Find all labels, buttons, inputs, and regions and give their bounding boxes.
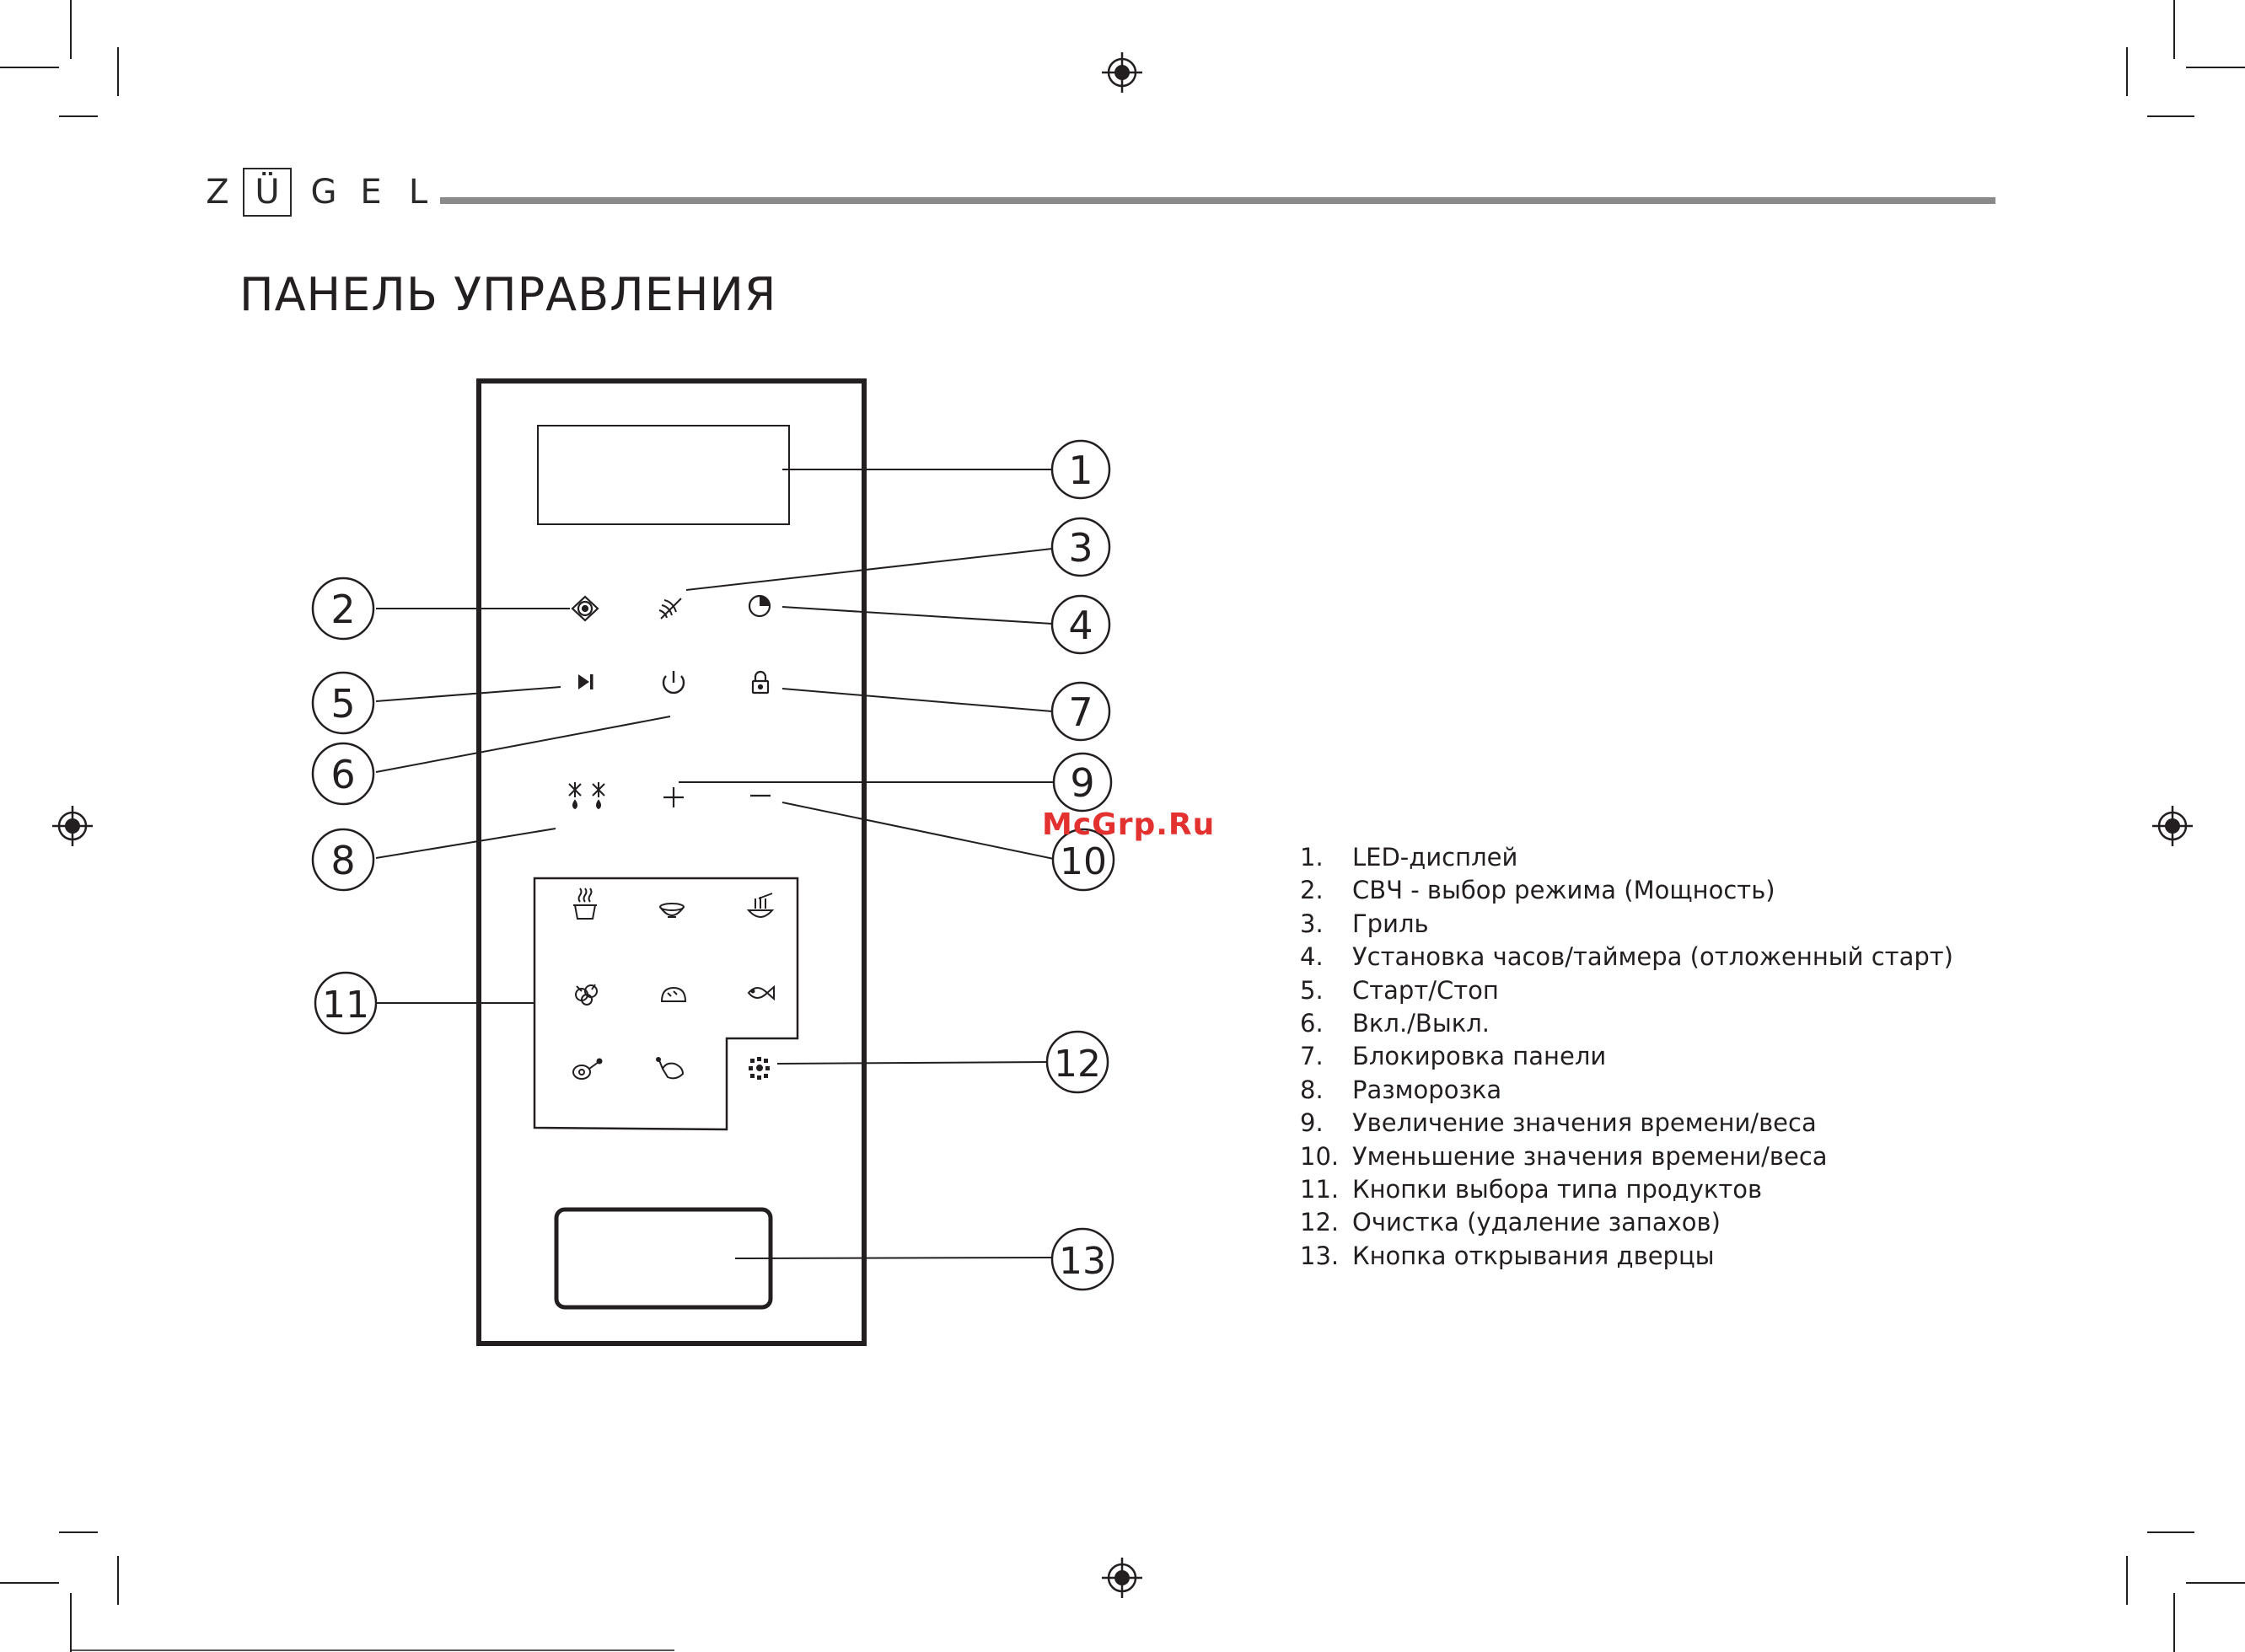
brand-letter: E xyxy=(360,173,382,212)
callout-13: 13 xyxy=(1059,1240,1106,1283)
legend-number: 6. xyxy=(1300,1008,1324,1038)
food-buttons-area xyxy=(533,877,799,1131)
legend-number: 11. xyxy=(1300,1174,1340,1204)
play-pause-icon xyxy=(578,674,593,689)
callout-6: 6 xyxy=(330,752,355,797)
fish-icon xyxy=(747,984,775,1001)
legend-text: Вкл./Выкл. xyxy=(1352,1008,1490,1038)
callout-1: 1 xyxy=(1068,448,1093,493)
legend-text: Блокировка панели xyxy=(1352,1042,1607,1071)
vegetables-icon xyxy=(575,984,598,1006)
legend-text: Кнопки выбора типа продуктов xyxy=(1352,1174,1763,1204)
header-rule xyxy=(440,197,1995,204)
snowflake-defrost-icon xyxy=(568,782,605,810)
legend-text: Разморозка xyxy=(1352,1075,1502,1104)
legend-number: 1. xyxy=(1300,843,1324,872)
brand-letter-boxed: Ü xyxy=(243,168,292,217)
clean-icon xyxy=(749,1057,770,1080)
legend-text: LED-дисплей xyxy=(1352,843,1518,872)
plus-icon xyxy=(663,787,684,807)
grill-icon xyxy=(658,598,682,620)
legend-number: 3. xyxy=(1300,909,1324,938)
power-icon xyxy=(662,671,685,695)
callout-2: 2 xyxy=(330,587,355,632)
legend-item: 1. LED-дисплей xyxy=(1300,841,1953,874)
legend-text: Установка часов/таймера (отложенный стар… xyxy=(1352,942,1953,972)
brand-logo: Z Ü G E L xyxy=(201,168,435,217)
panel-outline xyxy=(476,378,867,1346)
legend-text: Старт/Стоп xyxy=(1352,975,1499,1005)
legend-text: Кнопка открывания дверцы xyxy=(1352,1241,1715,1270)
legend-item: 3. Гриль xyxy=(1300,908,1953,941)
legend-number: 5. xyxy=(1300,975,1324,1005)
watermark-text: McGrp.Ru xyxy=(1042,807,1216,842)
callout-9: 9 xyxy=(1070,760,1094,806)
legend-number: 10. xyxy=(1300,1141,1340,1171)
noodles-icon xyxy=(746,893,775,918)
legend-item: 9. Увеличение значения времени/веса xyxy=(1300,1107,1953,1140)
legend-number: 4. xyxy=(1300,942,1324,972)
led-display xyxy=(537,425,790,525)
meat-icon xyxy=(572,1058,603,1080)
page-title: ПАНЕЛЬ УПРАВЛЕНИЯ xyxy=(239,268,777,321)
callout-3: 3 xyxy=(1068,525,1093,571)
callout-7: 7 xyxy=(1068,689,1093,735)
legend-number: 9. xyxy=(1300,1108,1324,1138)
brand-letter: G xyxy=(310,173,337,212)
bread-icon xyxy=(660,986,687,1002)
legend-text: Гриль xyxy=(1352,909,1429,938)
legend-text: Увеличение значения времени/веса xyxy=(1352,1108,1817,1138)
legend-number: 2. xyxy=(1300,876,1324,905)
legend-number: 7. xyxy=(1300,1042,1324,1071)
legend-number: 13. xyxy=(1300,1241,1340,1270)
chicken-icon xyxy=(656,1057,685,1080)
legend-item: 11. Кнопки выбора типа продуктов xyxy=(1300,1173,1953,1206)
legend-text: СВЧ - выбор режима (Мощность) xyxy=(1352,876,1775,905)
callout-4: 4 xyxy=(1068,603,1093,648)
legend-item: 10. Уменьшение значения времени/веса xyxy=(1300,1140,1953,1173)
legend-item: 2. СВЧ - выбор режима (Мощность) xyxy=(1300,874,1953,907)
brand-letter: Z xyxy=(206,173,229,212)
microwave-power-icon xyxy=(571,595,599,622)
legend-number: 12. xyxy=(1300,1208,1340,1237)
callout-12: 12 xyxy=(1054,1043,1101,1086)
legend-item: 4. Установка часов/таймера (отложенный ст… xyxy=(1300,941,1953,974)
callout-11: 11 xyxy=(322,984,369,1027)
bowl-icon xyxy=(659,903,685,918)
legend-item: 8. Разморозка xyxy=(1300,1074,1953,1107)
callout-10: 10 xyxy=(1060,840,1107,883)
legend-item: 7. Блокировка панели xyxy=(1300,1040,1953,1073)
soup-icon xyxy=(573,888,597,920)
legend-text: Очистка (удаление запахов) xyxy=(1352,1208,1721,1237)
legend-item: 6. Вкл./Выкл. xyxy=(1300,1007,1953,1040)
lock-icon xyxy=(751,670,770,695)
callout-5: 5 xyxy=(330,681,355,727)
brand-letter: L xyxy=(408,173,428,212)
legend-item: 12. Очистка (удаление запахов) xyxy=(1300,1206,1953,1239)
legend-number: 8. xyxy=(1300,1075,1324,1104)
legend-item: 13. Кнопка открывания дверцы xyxy=(1300,1240,1953,1273)
legend-item: 5. Старт/Стоп xyxy=(1300,974,1953,1007)
legend-text: Уменьшение значения времени/веса xyxy=(1352,1141,1828,1171)
callout-8: 8 xyxy=(330,838,355,883)
legend-list: 1. LED-дисплей 2. СВЧ - выбор режима (Мощн… xyxy=(1300,841,1953,1273)
clock-timer-icon xyxy=(748,594,771,618)
